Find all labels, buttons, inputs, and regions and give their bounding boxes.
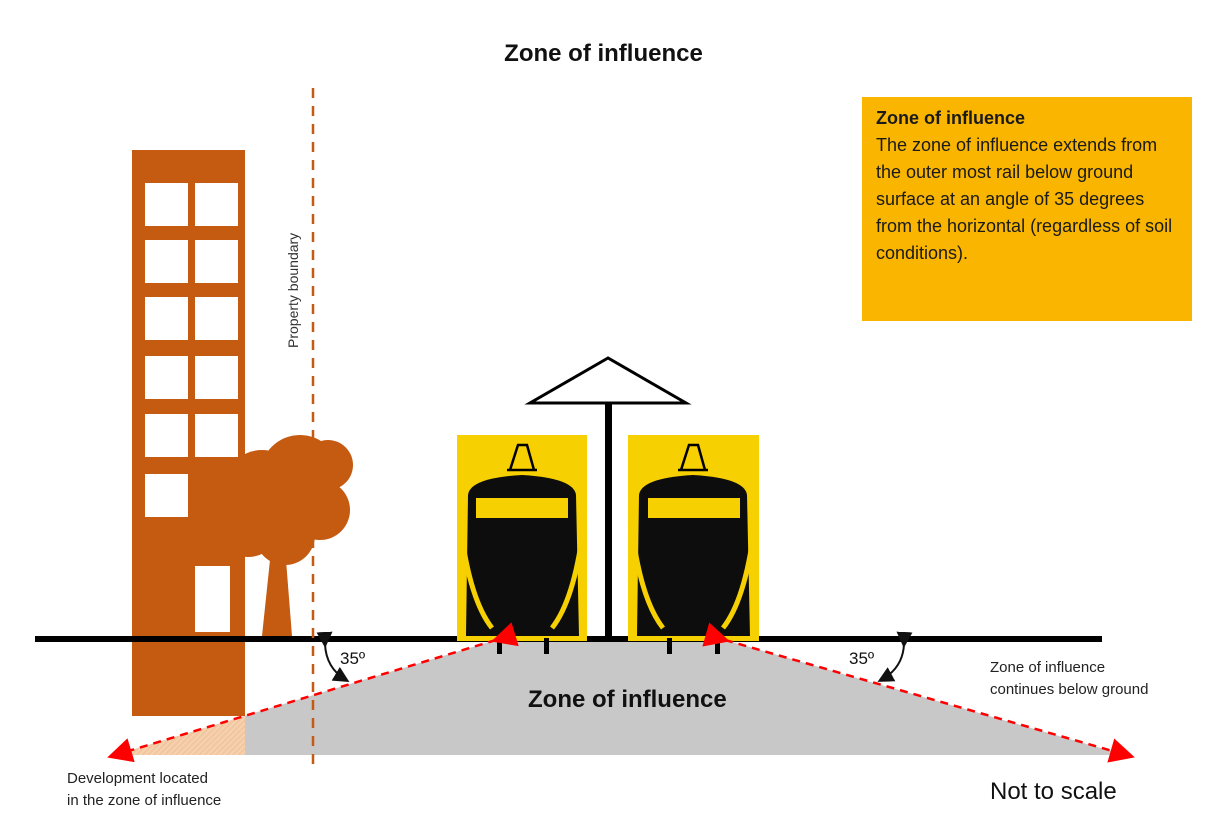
development-line1: Development located xyxy=(67,770,208,787)
not-to-scale-label: Not to scale xyxy=(990,778,1117,805)
continues-below-label: Zone of influence continues below ground xyxy=(990,657,1148,701)
influence-line-left xyxy=(107,622,519,763)
continues-below-line2: continues below ground xyxy=(990,681,1149,698)
development-line2: in the zone of influence xyxy=(67,792,222,809)
development-label: Development located in the zone of influ… xyxy=(67,768,221,812)
property-boundary-label: Property boundary xyxy=(285,232,301,348)
info-box: Zone of influence The zone of influence … xyxy=(862,97,1192,321)
zone-center-label: Zone of influence xyxy=(528,686,727,713)
info-box-body: The zone of influence extends from the o… xyxy=(876,135,1173,263)
page-title: Zone of influence xyxy=(504,40,703,67)
angle-arc-right xyxy=(877,631,913,682)
info-box-title: Zone of influence xyxy=(876,108,1026,128)
angle-arc-left xyxy=(316,631,350,683)
influence-line-right xyxy=(702,622,1135,763)
tram-icon xyxy=(628,435,759,654)
angle-left-label: 35º xyxy=(340,649,366,668)
shelter-icon xyxy=(524,356,692,639)
tram-icon xyxy=(457,435,587,654)
building-icon xyxy=(132,150,245,716)
tree-icon xyxy=(216,435,353,636)
continues-below-line1: Zone of influence xyxy=(990,659,1106,676)
angle-right-label: 35º xyxy=(849,649,875,668)
